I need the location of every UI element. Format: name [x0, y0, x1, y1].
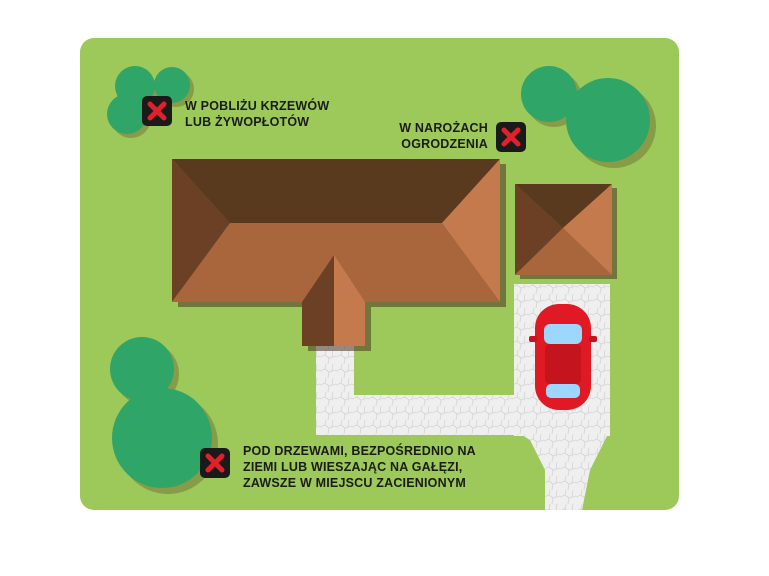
label-hedges-line2: LUB ŻYWOPŁOTÓW [185, 115, 310, 129]
trees-top-right [521, 66, 656, 168]
marker-hedges [142, 96, 172, 126]
red-x-icon [501, 127, 521, 147]
red-x-icon [205, 453, 225, 473]
car [529, 304, 597, 410]
label-hedges: W POBLIŻU KRZEWÓW LUB ŻYWOPŁOTÓW [185, 98, 329, 130]
marker-trees [200, 448, 230, 478]
label-trees-line2: ZIEMI LUB WIESZAJĄC NA GAŁĘZI, [243, 460, 463, 474]
label-fence: W NAROŻACH OGRODZENIA [388, 120, 488, 152]
label-hedges-line1: W POBLIŻU KRZEWÓW [185, 99, 330, 113]
label-trees-line1: POD DRZEWAMI, BEZPOŚREDNIO NA [243, 444, 476, 458]
label-trees-line3: ZAWSZE W MIEJSCU ZACIENIONYM [243, 476, 466, 490]
label-trees: POD DRZEWAMI, BEZPOŚREDNIO NA ZIEMI LUB … [243, 443, 476, 491]
main-house-roof [172, 159, 506, 351]
red-x-icon [147, 101, 167, 121]
label-fence-line1: W NAROŻACH [399, 121, 488, 135]
marker-fence [496, 122, 526, 152]
trees-bottom-left [110, 337, 218, 494]
garage-roof [515, 184, 617, 279]
label-fence-line2: OGRODZENIA [401, 137, 488, 151]
